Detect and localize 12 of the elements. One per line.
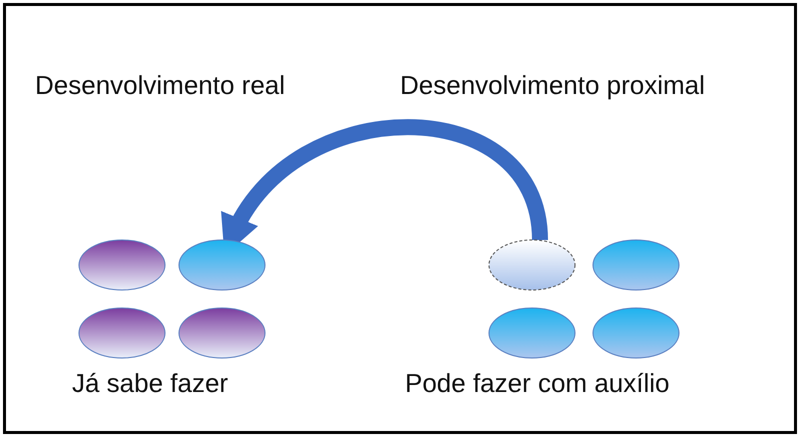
zone-heading: Desenvolvimento real <box>35 70 286 101</box>
ellipse <box>488 307 576 359</box>
ellipse <box>78 307 166 359</box>
ellipse <box>178 307 266 359</box>
group-caption: Pode fazer com auxílio <box>405 368 670 399</box>
ellipse <box>592 307 680 359</box>
group-caption: Já sabe fazer <box>72 368 228 399</box>
ellipse <box>178 239 266 291</box>
ellipse <box>488 239 576 291</box>
ellipse <box>592 239 680 291</box>
zone-heading: Desenvolvimento proximal <box>400 70 705 101</box>
ellipse <box>78 239 166 291</box>
